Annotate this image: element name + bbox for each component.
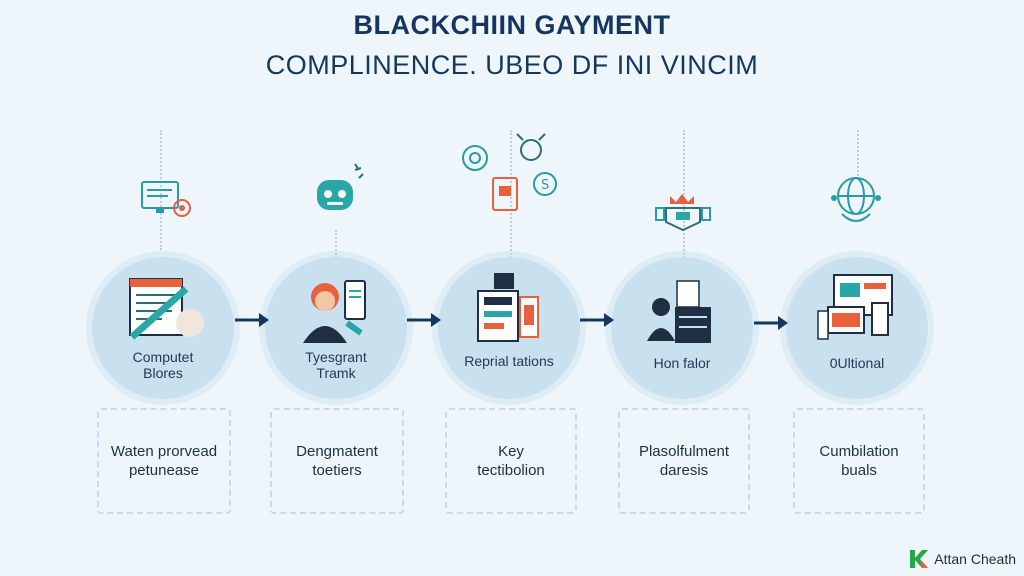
document-checklist-icon — [129, 278, 204, 340]
connector-line — [335, 230, 337, 258]
arrow-right-icon — [407, 313, 441, 327]
page-title-line-1: BLACKCHIIN GAYMENT — [353, 10, 671, 40]
arrow-right-icon — [580, 313, 614, 327]
person-at-desk-icon — [647, 280, 711, 343]
connector-line — [857, 130, 859, 180]
multi-device-icon — [817, 274, 893, 340]
arrow-right-icon — [235, 313, 269, 327]
step-4-circle: Hon falor — [611, 257, 753, 399]
connector-line — [683, 130, 685, 258]
devices-stack-icon — [477, 273, 539, 342]
brand-text: Attan Cheath — [934, 551, 1016, 567]
step-5-circle: 0Ultional — [786, 257, 928, 399]
robot-face-icon — [317, 163, 364, 210]
network-nodes-icon: S — [462, 133, 557, 211]
svg-text:S: S — [541, 178, 549, 193]
arrow-right-icon — [754, 316, 788, 330]
crown-shield-icon — [655, 194, 711, 232]
step-3-label: Reprial tations — [464, 353, 554, 369]
step-4-label: Hon falor — [653, 355, 711, 371]
computer-monitor-icon — [141, 181, 191, 217]
step-5-label: 0Ultional — [829, 355, 885, 371]
brand-watermark: Attan Cheath — [908, 548, 1016, 570]
step-3-circle: Reprial tations — [438, 257, 580, 399]
person-with-phone-icon — [303, 280, 366, 343]
globe-icon — [831, 177, 881, 222]
page-title-line-2: COMPLINENCE. UBEO DF INI VINCIM — [265, 50, 759, 80]
brand-logo-icon — [910, 550, 929, 568]
